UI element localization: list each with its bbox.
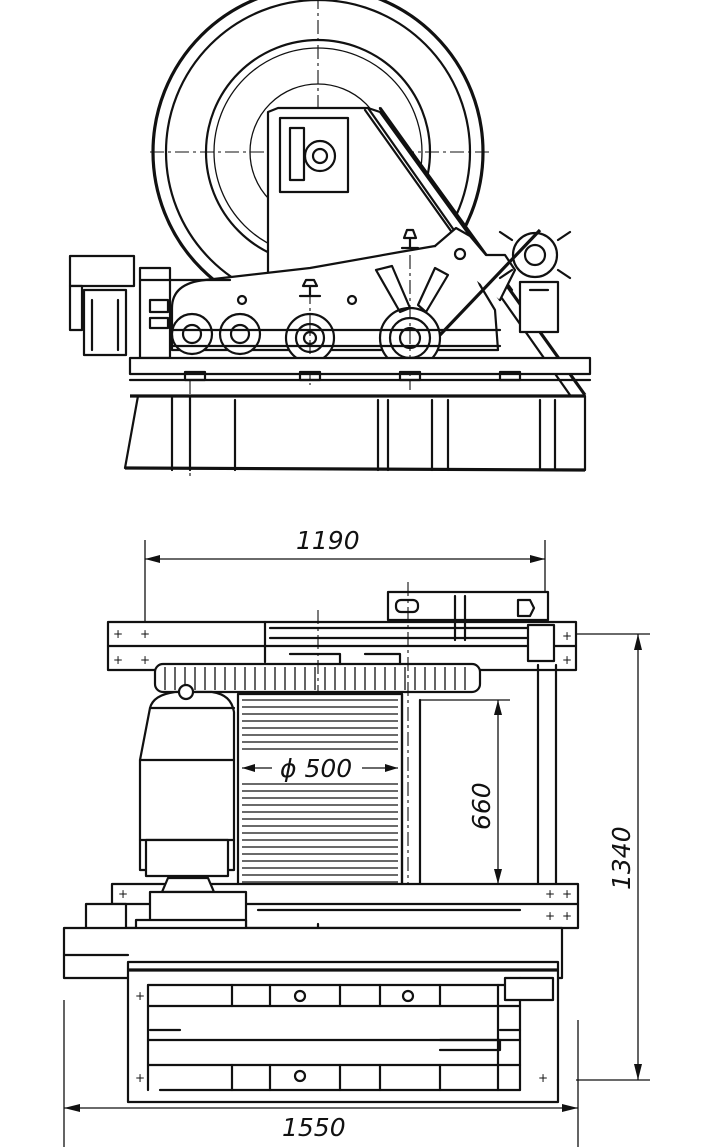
svg-text:+: + xyxy=(562,909,572,923)
svg-text:+: + xyxy=(562,653,572,667)
dim-1190: 1190 xyxy=(144,526,546,622)
dim-1550: 1550 xyxy=(63,1000,579,1147)
svg-text:+: + xyxy=(113,627,123,641)
svg-text:+: + xyxy=(135,989,145,1003)
motor-coupling xyxy=(68,254,232,360)
svg-text:+: + xyxy=(140,627,150,641)
dim-label-1190: 1190 xyxy=(296,526,360,555)
svg-text:+: + xyxy=(140,653,150,667)
dim-660: 660 xyxy=(420,699,510,885)
dim-label-660: 660 xyxy=(467,782,496,830)
svg-text:+: + xyxy=(113,653,123,667)
svg-text:+: + xyxy=(538,1071,548,1085)
svg-text:+: + xyxy=(562,629,572,643)
side-elevation-view xyxy=(68,0,592,478)
dim-1340: 1340 xyxy=(576,633,650,1081)
svg-text:+: + xyxy=(545,909,555,923)
rope-drum: ϕ 500 xyxy=(236,692,422,902)
gearbox-housing xyxy=(148,226,517,390)
dim-label-1340: 1340 xyxy=(607,826,636,890)
svg-text:+: + xyxy=(545,887,555,901)
svg-text:+: + xyxy=(562,887,572,901)
handwheel-assembly xyxy=(438,228,572,337)
plan-base-frame: + + + + xyxy=(62,926,564,1104)
dim-label-phi500: ϕ 500 xyxy=(280,754,352,783)
dim-label-1550: 1550 xyxy=(282,1113,346,1142)
base-frame xyxy=(123,356,592,478)
svg-text:+: + xyxy=(135,1071,145,1085)
svg-text:+: + xyxy=(118,887,128,901)
top-rail-frame: + + + + + + xyxy=(106,590,578,672)
electric-motor xyxy=(138,683,236,878)
plan-view: 1190 + + + + + + xyxy=(62,526,650,1147)
